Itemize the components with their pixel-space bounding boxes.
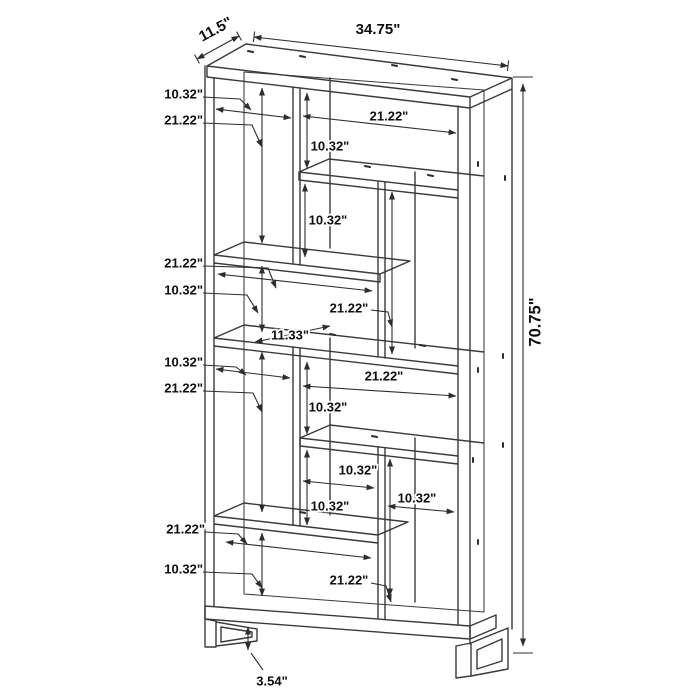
dim-cell-width-6 bbox=[302, 478, 375, 491]
left-label-6: 21.22" bbox=[164, 380, 203, 395]
height-label: 70.75" bbox=[526, 297, 544, 346]
dim-cell-width-3 bbox=[215, 366, 291, 381]
dim-width-ticks bbox=[252, 31, 510, 72]
dim-cell-width-2 bbox=[217, 271, 373, 294]
leader-mid-11 bbox=[370, 582, 392, 603]
leader-left-4 bbox=[202, 292, 259, 314]
mid-label-4: 21.22" bbox=[330, 300, 369, 315]
leader-left-7 bbox=[204, 531, 248, 545]
dim-height-ticks bbox=[513, 76, 533, 654]
leader-left-6 bbox=[202, 390, 263, 413]
dimension-graphics bbox=[194, 31, 533, 671]
mid-label-10: 10.32" bbox=[311, 498, 350, 513]
leader-left-5 bbox=[202, 364, 247, 376]
mid-label-9: 10.32" bbox=[398, 490, 437, 505]
divider-upper-right bbox=[377, 171, 416, 359]
dim-cell-width-top-right bbox=[302, 113, 457, 136]
mid-label-11: 21.22" bbox=[330, 572, 369, 587]
dim-cell-width-4 bbox=[302, 383, 457, 399]
left-label-1: 10.32" bbox=[164, 86, 203, 101]
mid-label-5: 11.33" bbox=[271, 327, 309, 342]
shelf-mid-left bbox=[213, 241, 411, 283]
base-rail bbox=[204, 605, 497, 640]
left-side-panel bbox=[204, 65, 215, 619]
dim-width-line bbox=[253, 34, 509, 69]
left-label-4: 10.32" bbox=[164, 282, 203, 297]
mid-label-2: 10.32" bbox=[311, 138, 350, 153]
mid-label-3: 10.32" bbox=[309, 212, 348, 227]
back-panel-edges bbox=[243, 71, 485, 613]
left-label-8: 10.32" bbox=[164, 561, 203, 576]
leader-left-3 bbox=[202, 265, 277, 289]
right-side-panel bbox=[457, 88, 513, 645]
shelf-lower-left bbox=[213, 502, 409, 544]
shelf-middle-full bbox=[213, 324, 485, 375]
shelf-upper-right bbox=[298, 158, 485, 199]
dim-leg-leader bbox=[250, 652, 264, 671]
divider-lower-right bbox=[377, 437, 416, 620]
left-label-column: 10.32" 21.22" 21.22" 10.32" 10.32" 21.22… bbox=[163, 85, 207, 579]
leader-left-8 bbox=[202, 571, 263, 589]
dimension-labels: 11.5" 34.75" 70.75" 3.54" 10.32" 21.22" … bbox=[163, 12, 547, 690]
leader-mid-4 bbox=[370, 309, 393, 328]
dim-cell-width-7 bbox=[387, 503, 455, 515]
mid-label-1: 21.22" bbox=[370, 108, 409, 123]
dim-depth-line bbox=[196, 35, 240, 60]
dim-shelf-depth-diagonal bbox=[254, 324, 331, 344]
leader-left-2 bbox=[202, 122, 263, 148]
left-leg bbox=[204, 618, 258, 648]
leader-left-1 bbox=[202, 96, 252, 111]
leg-height-label: 3.54" bbox=[256, 673, 287, 688]
left-label-2: 21.22" bbox=[164, 112, 203, 127]
mid-label-6: 21.22" bbox=[365, 368, 404, 383]
top-panel bbox=[206, 43, 513, 109]
mid-label-7: 10.32" bbox=[309, 399, 348, 414]
bookcase-structure bbox=[204, 43, 513, 679]
divider-upper-left bbox=[292, 77, 331, 266]
mid-label-8: 10.32" bbox=[339, 462, 378, 477]
dim-cell-width-1 bbox=[215, 106, 292, 121]
shelf-lower-right bbox=[299, 424, 485, 465]
right-leg bbox=[455, 627, 509, 679]
dim-depth-ticks bbox=[194, 31, 242, 64]
left-label-5: 10.32" bbox=[164, 354, 203, 369]
dim-cell-width-5 bbox=[225, 539, 372, 561]
left-label-3: 21.22" bbox=[164, 255, 203, 270]
left-label-7: 21.22" bbox=[166, 521, 205, 536]
width-label: 34.75" bbox=[356, 21, 401, 38]
